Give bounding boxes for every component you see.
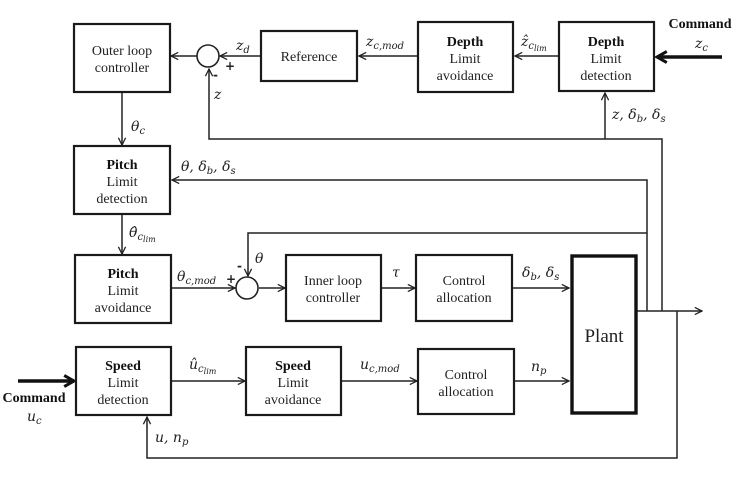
inner-sum-minus: - <box>237 259 242 273</box>
theta-c-label: θc <box>131 119 145 137</box>
u-c-mod-label: uc,mod <box>360 357 400 375</box>
outer-sum-junction <box>196 44 220 68</box>
speed-avoid-title: Speed <box>275 359 311 374</box>
control-alloc-2-line1: Control <box>445 368 488 383</box>
theta-feedback-line <box>248 232 647 276</box>
pitch-limit-avoidance-block: Pitch Limit avoidance <box>73 253 173 325</box>
zc-mod-label: zc,mod <box>365 34 404 52</box>
inner-sum-plus: + <box>226 272 236 286</box>
depth-avoid-line1: Limit <box>449 52 480 67</box>
speed-avoid-line1: Limit <box>277 376 308 391</box>
depth-command-label: Command <box>668 17 731 32</box>
control-allocation-block-2: Control allocation <box>416 347 516 416</box>
tau-label: τ <box>392 265 400 281</box>
outer-sum-minus: - <box>213 68 218 82</box>
depth-detect-line2: detection <box>580 69 631 84</box>
inner-loop-line1: Inner loop <box>304 274 362 289</box>
speed-detect-title: Speed <box>105 359 141 374</box>
speed-command-symbol: uc <box>27 409 42 427</box>
theta-c-mod-label: θc,mod <box>177 269 216 287</box>
depth-avoid-line2: avoidance <box>437 69 494 84</box>
control-alloc-1-line2: allocation <box>436 291 491 306</box>
outer-loop-line2: controller <box>95 61 150 76</box>
speed-avoid-line2: avoidance <box>265 393 322 408</box>
zc-lim-label: ẑclim <box>520 33 547 53</box>
delta-label: δb, δs <box>522 265 559 283</box>
depth-limit-avoidance-block: Depth Limit avoidance <box>416 20 515 94</box>
inner-loop-line2: controller <box>306 291 361 306</box>
inner-loop-controller-block: Inner loop controller <box>284 253 383 323</box>
pitch-avoid-title: Pitch <box>107 267 138 282</box>
pitch-detect-line2: detection <box>96 192 147 207</box>
plant-block: Plant <box>570 254 638 415</box>
speed-limit-detection-block: Speed Limit detection <box>74 345 173 417</box>
speed-detect-line1: Limit <box>107 376 138 391</box>
pitch-avoid-line1: Limit <box>107 284 138 299</box>
speed-command-label: Command <box>2 391 65 406</box>
pitch-feedback-label: θ, δb, δs <box>181 159 236 177</box>
speed-feedback-label: u, np <box>155 430 189 448</box>
depth-detect-line1: Limit <box>590 52 621 67</box>
speed-limit-avoidance-block: Speed Limit avoidance <box>244 345 343 417</box>
outer-loop-controller-block: Outer loop controller <box>72 22 172 94</box>
control-allocation-block-1: Control allocation <box>414 253 514 323</box>
depth-limit-detection-block: Depth Limit detection <box>557 20 656 93</box>
pitch-avoid-line2: avoidance <box>95 301 152 316</box>
plant-label: Plant <box>584 326 624 347</box>
speed-feedback-line <box>147 311 678 459</box>
speed-detect-line2: detection <box>97 393 148 408</box>
control-alloc-2-line2: allocation <box>438 385 493 400</box>
outer-sum-plus: + <box>225 59 235 73</box>
theta-c-lim-label: θ̂clim <box>129 225 156 244</box>
zd-label: zd <box>235 38 250 56</box>
z-feedback-label: z <box>213 87 222 103</box>
z-feedback-line <box>209 69 663 311</box>
pitch-limit-detection-block: Pitch Limit detection <box>72 144 172 216</box>
reference-block: Reference <box>259 29 359 83</box>
theta-feedback-label: θ <box>255 251 264 267</box>
depth-command-symbol: zc <box>694 36 708 54</box>
reference-label: Reference <box>281 50 338 65</box>
pitch-detect-line1: Limit <box>106 175 137 190</box>
pitch-detect-title: Pitch <box>106 158 137 173</box>
outer-loop-line1: Outer loop <box>92 44 152 59</box>
np-label: np <box>531 359 547 377</box>
depth-feedback-label: z, δb, δs <box>611 107 666 125</box>
inner-sum-junction <box>235 276 259 300</box>
depth-detect-title: Depth <box>588 35 625 50</box>
depth-avoid-title: Depth <box>447 35 484 50</box>
control-alloc-1-line1: Control <box>443 274 486 289</box>
pitch-feedback-line <box>172 180 648 311</box>
u-c-lim-label: ûclim <box>189 357 217 376</box>
